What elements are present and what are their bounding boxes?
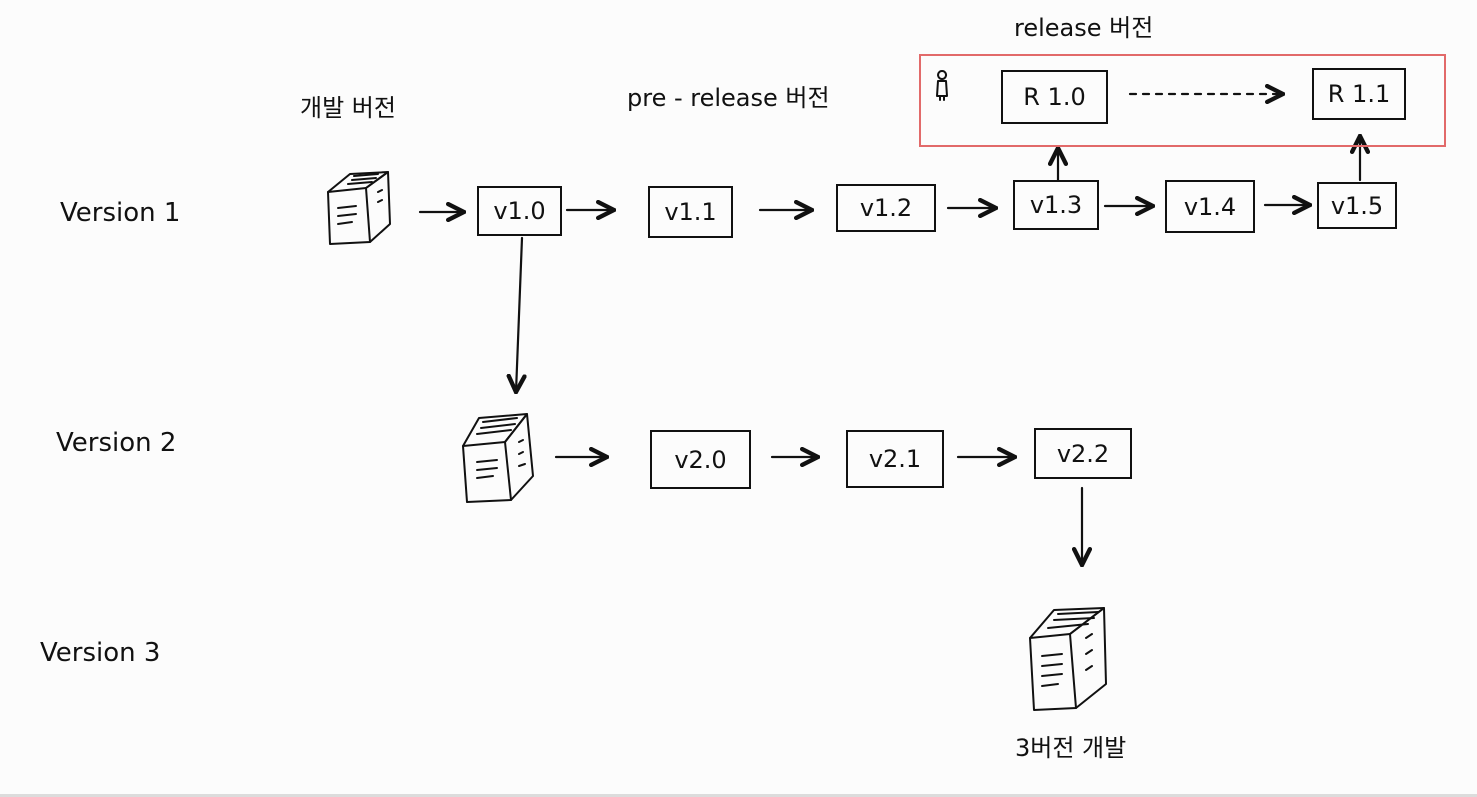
caption-version-3-dev: 3버전 개발 [1015, 734, 1127, 762]
person-icon [932, 68, 952, 106]
row-label-version-3: Version 3 [40, 638, 161, 668]
node-v1-3: v1.3 [1013, 180, 1099, 230]
node-v1-2: v1.2 [836, 184, 936, 232]
document-stack-icon-version-1 [322, 170, 394, 250]
release-group-frame [919, 54, 1446, 147]
header-release-version: release 버전 [1014, 14, 1154, 42]
node-v1-0: v1.0 [477, 186, 562, 236]
row-label-version-2: Version 2 [56, 428, 177, 458]
node-v2-1: v2.1 [846, 430, 944, 488]
header-dev-version: 개발 버전 [300, 94, 396, 122]
node-v1-5: v1.5 [1317, 182, 1397, 229]
node-v1-4: v1.4 [1165, 180, 1255, 233]
document-stack-icon-version-3 [1024, 604, 1110, 716]
node-v2-0: v2.0 [650, 430, 751, 489]
node-v2-2: v2.2 [1034, 428, 1132, 479]
node-v1-1: v1.1 [648, 186, 733, 238]
node-r1-1: R 1.1 [1312, 68, 1406, 120]
row-label-version-1: Version 1 [60, 198, 181, 228]
bottom-border [0, 794, 1477, 797]
header-pre-release-version: pre - release 버전 [627, 84, 830, 112]
document-stack-icon-version-2 [457, 406, 541, 508]
node-r1-0: R 1.0 [1001, 70, 1108, 124]
arrow-v1-0-to-doc2 [516, 236, 522, 392]
